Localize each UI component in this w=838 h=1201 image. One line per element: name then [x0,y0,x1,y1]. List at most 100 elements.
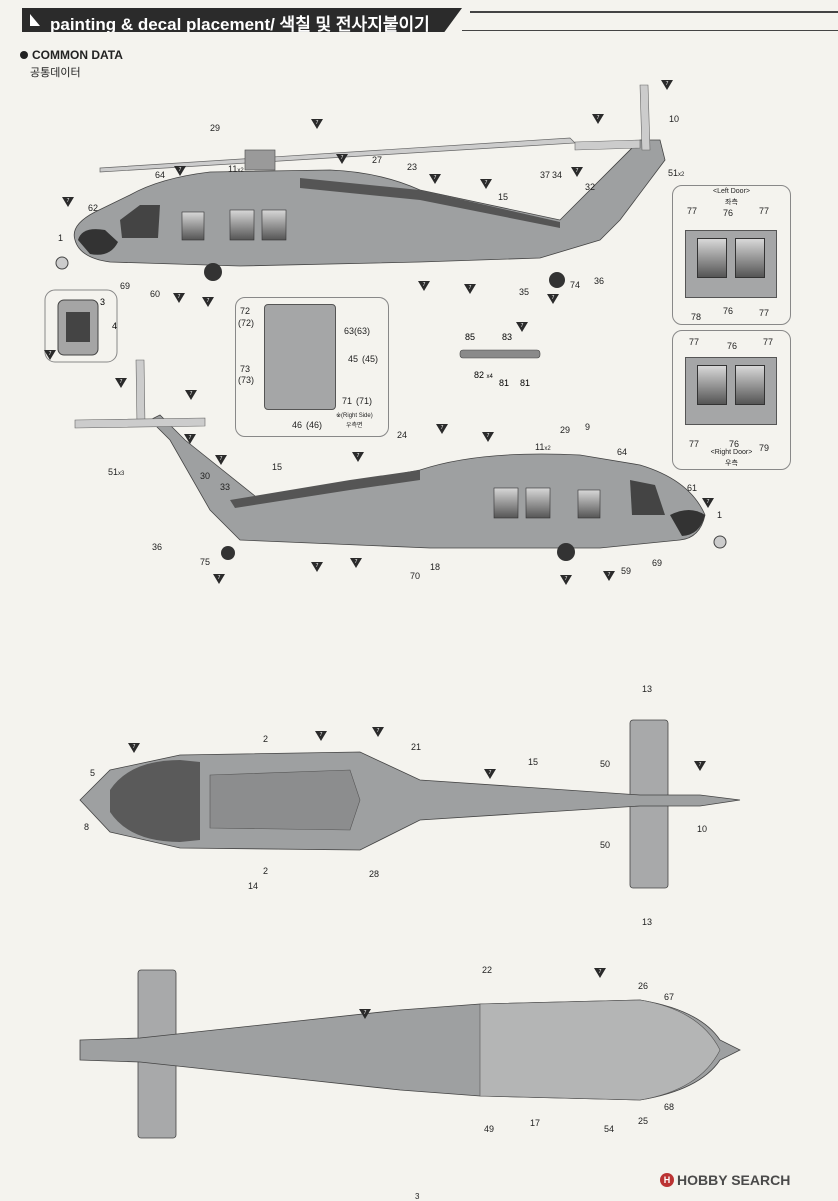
svg-text:8: 8 [84,822,89,832]
svg-text:14: 14 [248,881,258,891]
svg-text:25: 25 [638,1116,648,1126]
svg-text:85: 85 [465,332,475,342]
svg-text:51x2: 51x2 [668,168,685,178]
right-side-detail-box: 72 (72) 63 (63) 73 (73) 45 (45) 71 (71) … [235,297,389,437]
detail-label: (45) [362,354,379,364]
svg-text:22: 22 [482,965,492,975]
detail-label: (72) [238,318,255,328]
svg-text:10: 10 [669,114,679,124]
svg-text:60: 60 [150,289,160,299]
svg-text:69: 69 [120,281,130,291]
svg-text:51x3: 51x3 [108,467,125,477]
svg-text:67: 67 [664,992,674,1002]
svg-text:24: 24 [397,430,407,440]
right-door-subtitle: 우측 [725,460,738,467]
detail-note-ko: 우측면 [346,423,363,429]
hobby-search-logo-icon: H [660,1173,674,1187]
detail-label: (71) [356,396,373,406]
svg-text:59: 59 [621,566,631,576]
section-subtitle: 공통데이터 [30,67,81,79]
svg-text:61: 61 [687,483,697,493]
page-number: 3 [415,1192,420,1201]
detail-label: 71 [342,396,353,406]
svg-text:74: 74 [570,280,580,290]
svg-text:21: 21 [411,742,421,752]
detail-label: 73 [240,364,251,374]
svg-text:62: 62 [88,203,98,213]
door-label: 77 [763,337,774,347]
svg-text:3: 3 [100,297,105,307]
svg-text:50: 50 [600,840,610,850]
header-rule [470,11,838,13]
svg-text:30: 30 [200,471,210,481]
svg-text:1: 1 [717,510,722,520]
svg-text:82 x4: 82 x4 [474,370,494,380]
right-door-box: 77 76 77 77 76 79 <Right Door> 우측 [672,330,791,470]
svg-text:1: 1 [58,233,63,243]
svg-text:15: 15 [498,192,508,202]
door-label: 79 [759,443,770,453]
detail-label: (73) [238,375,255,385]
svg-text:32: 32 [585,182,595,192]
bullet-icon [20,51,28,59]
svg-text:2: 2 [263,734,268,744]
door-label: 76 [729,439,740,449]
svg-text:64: 64 [617,447,627,457]
svg-text:28: 28 [369,869,379,879]
detail-label: 46 [292,420,303,430]
svg-text:75: 75 [200,557,210,567]
svg-text:69: 69 [652,558,662,568]
svg-text:54: 54 [604,1124,614,1134]
svg-text:4: 4 [112,321,117,331]
svg-text:5: 5 [90,768,95,778]
svg-text:23: 23 [407,162,417,172]
svg-text:29: 29 [560,425,570,435]
svg-text:83: 83 [502,332,512,342]
door-label: 77 [689,337,700,347]
svg-text:81: 81 [520,378,530,388]
svg-text:15: 15 [272,462,282,472]
svg-text:36: 36 [594,276,604,286]
svg-text:70: 70 [410,571,420,581]
left-door-box: <Left Door> 좌측 77 76 77 78 76 77 [672,185,791,325]
svg-text:81: 81 [499,378,509,388]
door-label: 76 [723,208,734,218]
svg-text:27: 27 [372,155,382,165]
door-label: 77 [689,439,700,449]
svg-text:34: 34 [552,170,562,180]
detail-label: (63) [354,326,371,336]
door-label: 76 [723,306,734,316]
left-door-subtitle: 좌측 [725,199,738,206]
svg-text:11x2: 11x2 [228,164,244,174]
svg-text:13: 13 [642,684,652,694]
right-door-title: <Right Door> [710,449,753,456]
door-label: 78 [691,312,702,322]
svg-text:11x2: 11x2 [535,442,551,452]
header-triangle-icon [30,14,40,26]
header-rule-lower [462,30,838,31]
svg-text:36: 36 [152,542,162,552]
svg-text:49: 49 [484,1124,494,1134]
door-label: 77 [687,206,698,216]
header-title: painting & decal placement/ 색칠 및 전사지붙이기 [50,15,430,34]
svg-text:26: 26 [638,981,648,991]
svg-text:9: 9 [585,422,590,432]
nose-detail-inset: 34 [44,289,118,363]
svg-text:10: 10 [697,824,707,834]
detail-note: ※(Right Side) [336,413,373,419]
door-label: 76 [727,341,738,351]
detail-label: (46) [306,420,323,430]
svg-text:64: 64 [155,170,165,180]
door-label: 77 [759,206,770,216]
detail-label: 45 [348,354,359,364]
svg-text:33: 33 [220,482,230,492]
section-header: painting & decal placement/ 색칠 및 전사지붙이기 [22,8,462,32]
svg-text:68: 68 [664,1102,674,1112]
detail-label: 63 [344,326,355,336]
svg-text:18: 18 [430,562,440,572]
svg-text:35: 35 [519,287,529,297]
